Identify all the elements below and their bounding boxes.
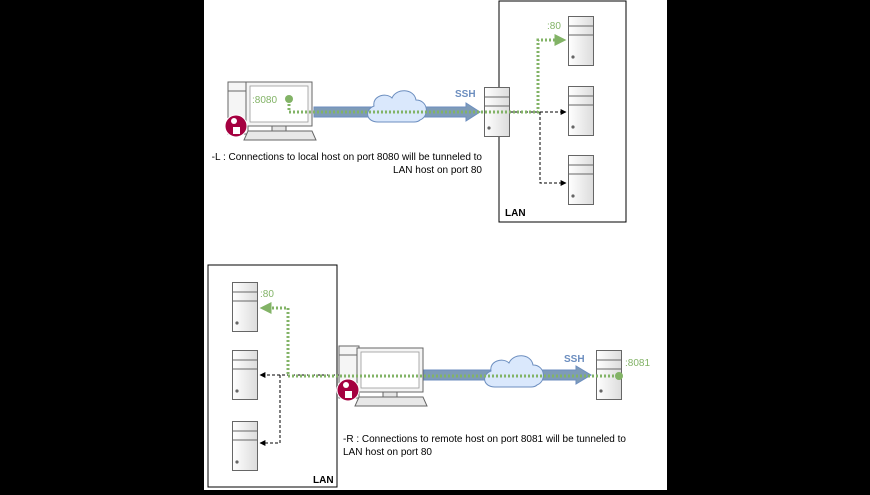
ssh-label-top: SSH xyxy=(455,89,476,100)
lan-server-2-icon xyxy=(568,86,594,136)
lan-label-bottom: LAN xyxy=(313,475,334,486)
forward-path-top xyxy=(287,34,567,114)
top-diagram: LAN xyxy=(212,0,627,223)
local-workstation-icon xyxy=(227,81,317,141)
lan-server-b3-icon xyxy=(232,421,258,471)
local-port-label: :8080 xyxy=(252,95,277,106)
target-port-label-bottom: :80 xyxy=(260,289,274,300)
tunnel-diagram: LAN xyxy=(207,0,650,488)
target-port-label-top: :80 xyxy=(547,21,561,32)
lan-box-bottom xyxy=(207,264,338,488)
local-port-dot xyxy=(285,95,293,103)
caption-top-line1: -L : Connections to local host on port 8… xyxy=(212,152,483,163)
bottom-diagram: LAN xyxy=(207,264,650,488)
lan-server-3-icon xyxy=(568,155,594,205)
lan-server-b2-icon xyxy=(232,350,258,400)
internet-cloud-top-icon xyxy=(367,90,427,123)
internet-cloud-bottom-icon xyxy=(484,355,544,388)
remote-port-dot xyxy=(615,372,623,380)
diagram-panel: LAN xyxy=(204,0,667,490)
caption-bottom-line1: -R : Connections to remote host on port … xyxy=(343,434,626,445)
ssh-label-bottom: SSH xyxy=(564,354,585,365)
forward-path-bottom xyxy=(259,302,618,378)
caption-top-line2: LAN host on port 80 xyxy=(393,165,482,176)
caption-bottom-line2: LAN host on port 80 xyxy=(343,447,432,458)
lan-label-top: LAN xyxy=(505,208,526,219)
remote-port-label: :8081 xyxy=(625,358,650,369)
lan-server-1-icon xyxy=(568,16,594,66)
lan-server-b1-icon xyxy=(232,282,258,332)
shell-badge-bottom-icon xyxy=(336,378,360,402)
shell-badge-icon xyxy=(224,114,248,138)
